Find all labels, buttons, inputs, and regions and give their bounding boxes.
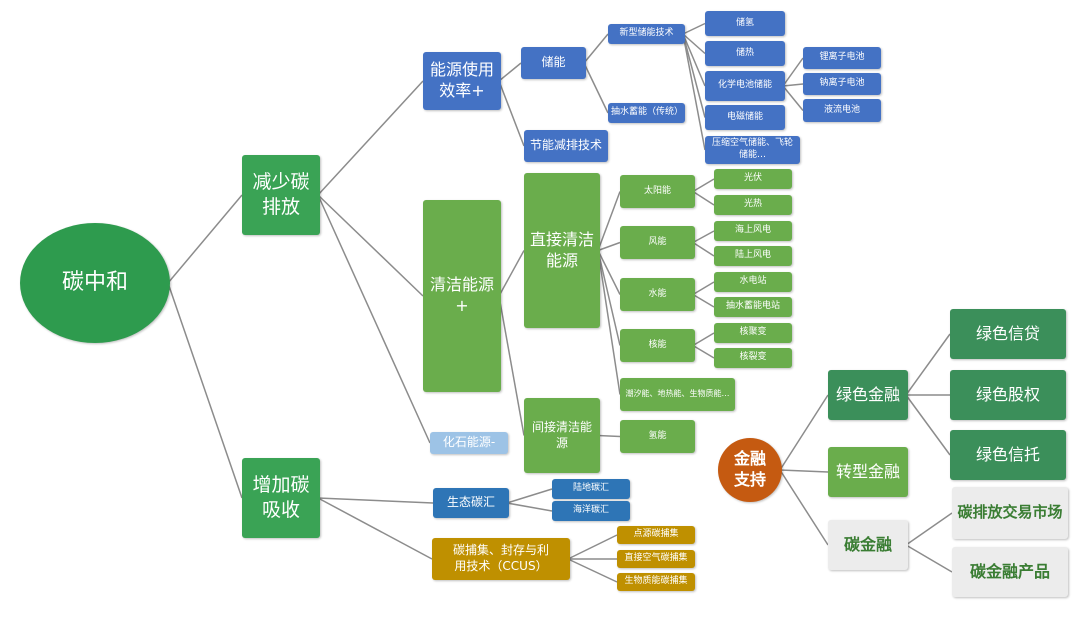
connector-line: [583, 33, 609, 64]
node-flow: 液流电池: [803, 99, 881, 122]
node-hydro: 水电站: [714, 272, 792, 292]
node-ocean-sink: 海洋碳汇: [552, 501, 630, 521]
node-direct: 直接清洁能源: [524, 173, 600, 328]
node-pumped: 抽水蓄能（传统）: [608, 103, 685, 123]
connector-line: [498, 80, 525, 147]
connector-line: [905, 544, 953, 573]
node-point: 点源碳捕集: [617, 526, 695, 544]
node-nuclear: 核能: [620, 329, 695, 362]
connector-line: [317, 80, 424, 196]
connector-line: [597, 434, 621, 438]
connector-line: [597, 250, 621, 395]
connector-line: [692, 293, 715, 308]
connector-line: [167, 194, 243, 284]
node-heat-storage: 储热: [705, 41, 785, 66]
connector-line: [692, 332, 715, 347]
connector-line: [317, 497, 434, 504]
node-saving: 节能减排技术: [524, 130, 608, 162]
node-h2: 氢能: [620, 420, 695, 453]
node-hydrogen-storage: 储氢: [705, 11, 785, 36]
node-tidal: 潮汐能、地热能、生物质能…: [620, 378, 735, 411]
connector-line: [583, 62, 609, 114]
connector-line: [597, 250, 621, 346]
node-finance: 金融支持: [718, 438, 782, 502]
node-carbon-finance: 碳金融: [828, 520, 908, 570]
node-pt: 光热: [714, 195, 792, 215]
node-efficiency: 能源使用效率+: [423, 52, 501, 110]
connector-line: [905, 512, 953, 546]
connector-line: [779, 469, 829, 473]
connector-line: [692, 344, 715, 359]
node-storage: 储能: [521, 47, 586, 79]
node-green-trust: 绿色信托: [950, 430, 1066, 480]
node-new-storage: 新型储能技术: [608, 24, 685, 44]
connector-line: [905, 394, 951, 456]
node-green-credit: 绿色信贷: [950, 309, 1066, 359]
connector-line: [498, 295, 525, 436]
node-na: 钠离子电池: [803, 73, 881, 95]
node-solar: 太阳能: [620, 175, 695, 208]
node-carbon-market: 碳排放交易市场: [952, 487, 1068, 539]
connector-line: [779, 469, 829, 546]
node-wind: 风能: [620, 226, 695, 259]
node-ccus: 碳捕集、封存与利用技术（CCUS）: [432, 538, 570, 580]
connector-line: [682, 22, 706, 35]
node-land-sink: 陆地碳汇: [552, 479, 630, 499]
connector-line: [567, 558, 618, 583]
node-reduce: 减少碳排放: [242, 155, 320, 235]
node-eco-sink: 生态碳汇: [433, 488, 509, 518]
connector-line: [567, 534, 618, 560]
connector-line: [317, 194, 424, 297]
connector-line: [782, 83, 804, 87]
node-pumped-station: 抽水蓄能电站: [714, 297, 792, 317]
connector-line: [317, 194, 431, 444]
connector-line: [167, 282, 243, 499]
connector-line: [597, 250, 621, 295]
connector-line: [782, 85, 804, 111]
node-clean-energy: 清洁能源+: [423, 200, 501, 392]
node-beccs: 生物质能碳捕集: [617, 573, 695, 591]
node-green-finance: 绿色金融: [828, 370, 908, 420]
node-onshore: 陆上风电: [714, 246, 792, 266]
connector-line: [782, 57, 804, 87]
node-fission: 核裂变: [714, 348, 792, 368]
connector-line: [317, 497, 433, 560]
connector-line: [905, 333, 951, 396]
node-li: 锂离子电池: [803, 47, 881, 69]
connector-line: [498, 62, 522, 82]
connector-line: [682, 33, 706, 118]
node-pv: 光伏: [714, 169, 792, 189]
root-node: 碳中和: [20, 223, 170, 343]
connector-line: [692, 281, 715, 296]
node-carbon-products: 碳金融产品: [952, 547, 1068, 597]
connector-line: [692, 190, 715, 206]
node-increase: 增加碳吸收: [242, 458, 320, 538]
connector-line: [498, 250, 525, 297]
node-air-storage: 压缩空气储能、飞轮储能…: [705, 136, 800, 164]
connector-line: [597, 241, 621, 252]
node-green-equity: 绿色股权: [950, 370, 1066, 420]
connector-line: [597, 191, 621, 251]
node-dac: 直接空气碳捕集: [617, 550, 695, 568]
connector-line: [506, 488, 553, 504]
node-chem-storage: 化学电池储能: [705, 71, 785, 101]
node-fusion: 核聚变: [714, 323, 792, 343]
node-em-storage: 电磁储能: [705, 105, 785, 130]
node-transition-finance: 转型金融: [828, 447, 908, 497]
node-fossil: 化石能源-: [430, 432, 508, 454]
node-offshore: 海上风电: [714, 221, 792, 241]
connector-line: [682, 33, 706, 55]
connector-line: [692, 178, 715, 193]
node-water: 水能: [620, 278, 695, 311]
connector-line: [692, 241, 715, 257]
connector-line: [779, 394, 829, 471]
connector-line: [682, 33, 706, 151]
connector-line: [692, 230, 715, 244]
connector-line: [506, 502, 553, 512]
connector-line: [682, 33, 706, 87]
node-indirect: 间接清洁能源: [524, 398, 600, 473]
